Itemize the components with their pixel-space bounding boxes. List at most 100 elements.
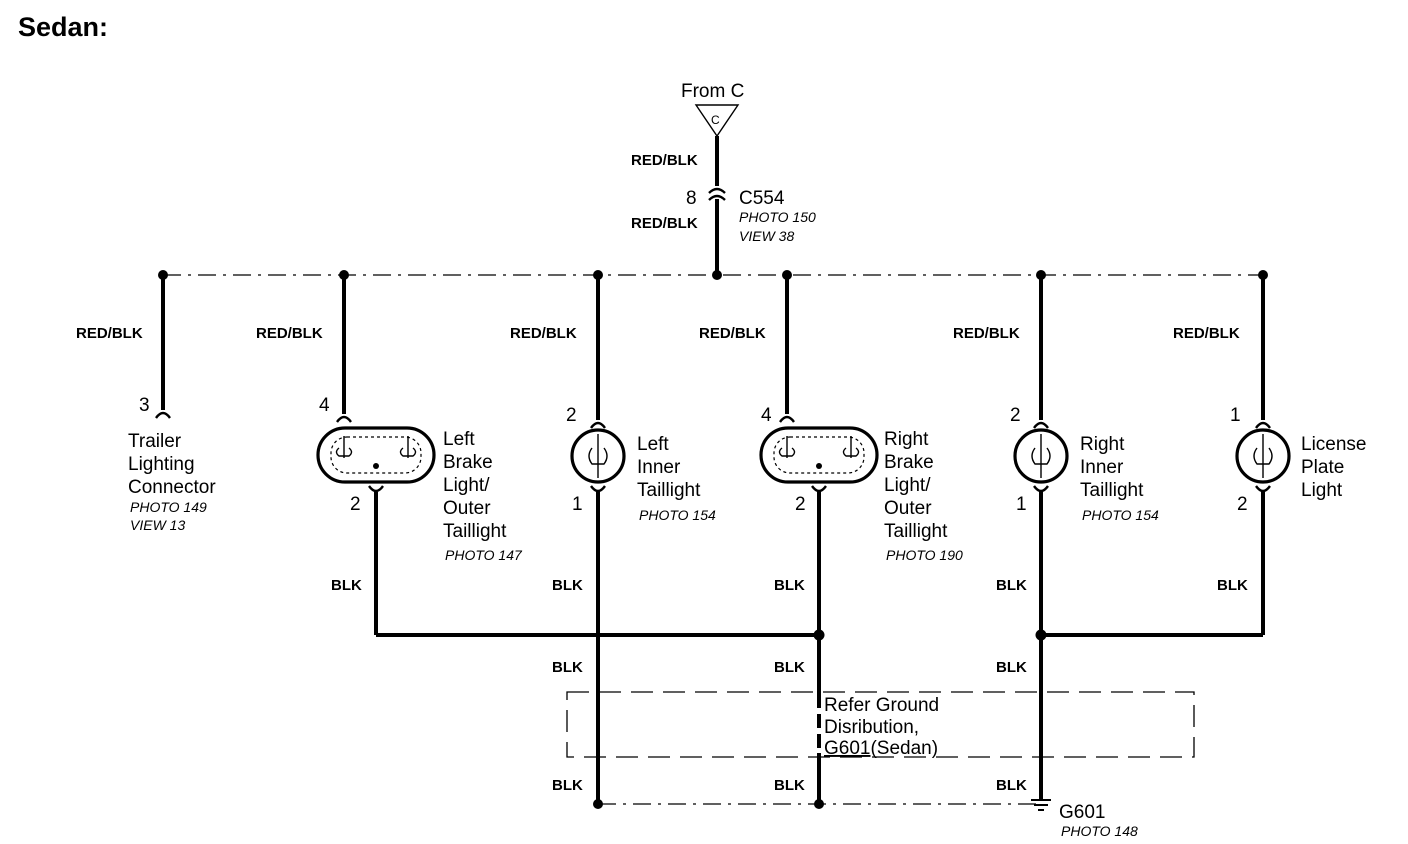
right-brake-filament-icon bbox=[778, 436, 796, 458]
left-brake-junction-icon bbox=[373, 463, 379, 469]
reference-link-suffix: (Sedan) bbox=[870, 738, 938, 759]
source-wire-upper-label: RED/BLK bbox=[631, 152, 698, 169]
right-brake-name-line: Taillight bbox=[884, 521, 948, 542]
left-brake-name-line: Outer bbox=[443, 498, 491, 519]
c554-name: C554 bbox=[739, 188, 785, 209]
license-pin-bottom: 2 bbox=[1237, 494, 1248, 515]
left-inner-photo: PHOTO 154 bbox=[639, 507, 716, 523]
c554-photo: PHOTO 150 bbox=[739, 209, 816, 225]
source-label: From C bbox=[681, 81, 744, 102]
left-brake-filament-icon bbox=[335, 436, 353, 458]
ground-splice-node bbox=[814, 799, 824, 809]
left-inner-pin-bottom-icon bbox=[590, 485, 606, 493]
right-inner-pin-top-icon bbox=[1033, 421, 1049, 429]
right-inner-name-line: Taillight bbox=[1080, 480, 1144, 501]
left-brake-pin-bottom: 2 bbox=[350, 494, 361, 515]
left-brake-pin-top-icon bbox=[336, 415, 352, 423]
right-brake-name-line: Light/ bbox=[884, 475, 931, 496]
right-brake-pin-bottom: 2 bbox=[795, 494, 806, 515]
ground-splice-node bbox=[813, 629, 825, 641]
right-inner-wire-top-label: RED/BLK bbox=[953, 325, 1020, 342]
left-brake-filament-icon bbox=[399, 436, 417, 458]
license-pin-top-icon bbox=[1255, 421, 1271, 429]
trailer-photo: PHOTO 149 bbox=[130, 499, 207, 515]
ground-reference-mask bbox=[600, 696, 821, 753]
right-brake-wire-bottom-label: BLK bbox=[774, 577, 805, 594]
left-inner-name-line: Taillight bbox=[637, 480, 701, 501]
right-brake-name-line: Outer bbox=[884, 498, 932, 519]
right-brake-lamp-inner-icon bbox=[773, 436, 865, 474]
left-inner-lamp-icon bbox=[570, 428, 626, 484]
license-name-line: Plate bbox=[1301, 457, 1344, 478]
ground-splice-node bbox=[1035, 629, 1047, 641]
left-brake-name-line: Light/ bbox=[443, 475, 490, 496]
left-inner-pin-bottom: 1 bbox=[572, 494, 583, 515]
left-brake-name-line: Brake bbox=[443, 452, 493, 473]
right-brake-lamp-icon bbox=[759, 426, 879, 484]
trailer-pin: 3 bbox=[139, 395, 150, 416]
trailer-name-line: Lighting bbox=[128, 454, 195, 475]
reference-text-line: Refer Ground bbox=[824, 695, 939, 716]
right-brake-wire-top-label: RED/BLK bbox=[699, 325, 766, 342]
right-brake-junction-icon bbox=[816, 463, 822, 469]
left-ground-wire-label: BLK bbox=[552, 777, 583, 794]
trailer-name-line: Connector bbox=[128, 477, 216, 498]
right-brake-pin-bottom-icon bbox=[811, 485, 827, 493]
trailer-wire-label: RED/BLK bbox=[76, 325, 143, 342]
ground-icon bbox=[1031, 799, 1051, 811]
right-inner-lamp-icon bbox=[1013, 428, 1069, 484]
left-brake-wire-top-label: RED/BLK bbox=[256, 325, 323, 342]
source-connector-letter: C bbox=[711, 113, 720, 127]
license-name-line: License bbox=[1301, 434, 1367, 455]
left-brake-wire-bottom-label: BLK bbox=[331, 577, 362, 594]
left-inner-wire-top-label: RED/BLK bbox=[510, 325, 577, 342]
c554-connector-icon bbox=[708, 187, 726, 194]
left-brake-photo: PHOTO 147 bbox=[445, 547, 523, 563]
right-brake-pin-top-icon bbox=[779, 415, 795, 423]
left-brake-name-line: Taillight bbox=[443, 521, 507, 542]
ground-splice-node bbox=[593, 799, 603, 809]
c554-pin: 8 bbox=[686, 188, 697, 209]
right-brake-name-line: Brake bbox=[884, 452, 934, 473]
license-name-line: Light bbox=[1301, 480, 1343, 501]
left-inner-pin-top: 2 bbox=[566, 405, 577, 426]
diagram-title: Sedan: bbox=[18, 12, 108, 42]
right-inner-filament-icon bbox=[1031, 434, 1051, 478]
splice-node bbox=[712, 270, 722, 280]
right-inner-name-line: Inner bbox=[1080, 457, 1124, 478]
right-inner-pin-top: 2 bbox=[1010, 405, 1021, 426]
g601-link[interactable]: G601 bbox=[824, 738, 870, 759]
left-inner-wire-bottom-label: BLK bbox=[552, 577, 583, 594]
left-inner-filament-icon bbox=[588, 434, 608, 478]
source-wire-lower-label: RED/BLK bbox=[631, 215, 698, 232]
left-ground-wire-label: BLK bbox=[552, 659, 583, 676]
trailer-view: VIEW 13 bbox=[130, 517, 185, 533]
trailer-name-line: Trailer bbox=[128, 431, 182, 452]
right-brake-pin-top: 4 bbox=[761, 405, 772, 426]
right-inner-wire-bottom-label: BLK bbox=[996, 577, 1027, 594]
right-brake-name-line: Right bbox=[884, 429, 929, 450]
left-inner-name-line: Left bbox=[637, 434, 669, 455]
license-pin-bottom-icon bbox=[1255, 485, 1271, 493]
right-ground-wire-label: BLK bbox=[996, 659, 1027, 676]
right-brake-filament-icon bbox=[842, 436, 860, 458]
left-brake-pin-bottom-icon bbox=[368, 485, 384, 493]
trailer-pin-icon bbox=[155, 411, 171, 419]
right-inner-pin-bottom: 1 bbox=[1016, 494, 1027, 515]
reference-text-line: Disribution, bbox=[824, 717, 919, 738]
reference-link-line[interactable]: G601(Sedan) bbox=[824, 738, 938, 759]
right-ground-wire-label: BLK bbox=[996, 777, 1027, 794]
right-inner-photo: PHOTO 154 bbox=[1082, 507, 1159, 523]
right-inner-name-line: Right bbox=[1080, 434, 1125, 455]
license-lamp-icon bbox=[1235, 428, 1291, 484]
left-inner-pin-top-icon bbox=[590, 421, 606, 429]
c554-connector-arc-icon bbox=[708, 194, 726, 201]
right-brake-photo: PHOTO 190 bbox=[886, 547, 963, 563]
center-ground-wire-label: BLK bbox=[774, 659, 805, 676]
license-filament-icon bbox=[1253, 434, 1273, 478]
c554-view: VIEW 38 bbox=[739, 228, 794, 244]
license-wire-top-label: RED/BLK bbox=[1173, 325, 1240, 342]
left-brake-name-line: Left bbox=[443, 429, 475, 450]
from-c-triangle-icon bbox=[694, 104, 740, 138]
ground-photo: PHOTO 148 bbox=[1061, 823, 1138, 839]
